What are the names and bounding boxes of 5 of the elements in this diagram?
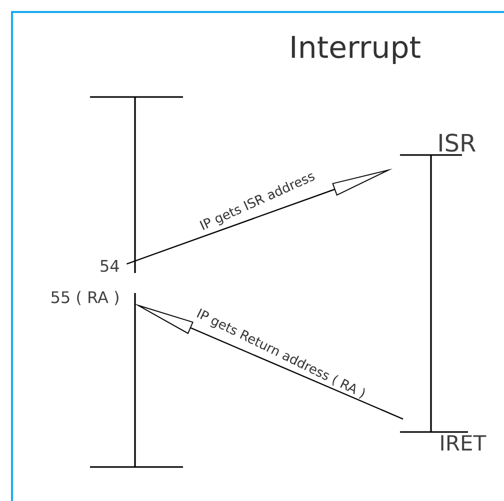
point-label: 54 — [100, 260, 119, 272]
point-label: ISR — [440, 134, 476, 152]
title: Interrupt — [292, 36, 420, 64]
point-label: 55 ( RA ) — [52, 290, 118, 306]
point-label: IRET — [441, 435, 486, 450]
